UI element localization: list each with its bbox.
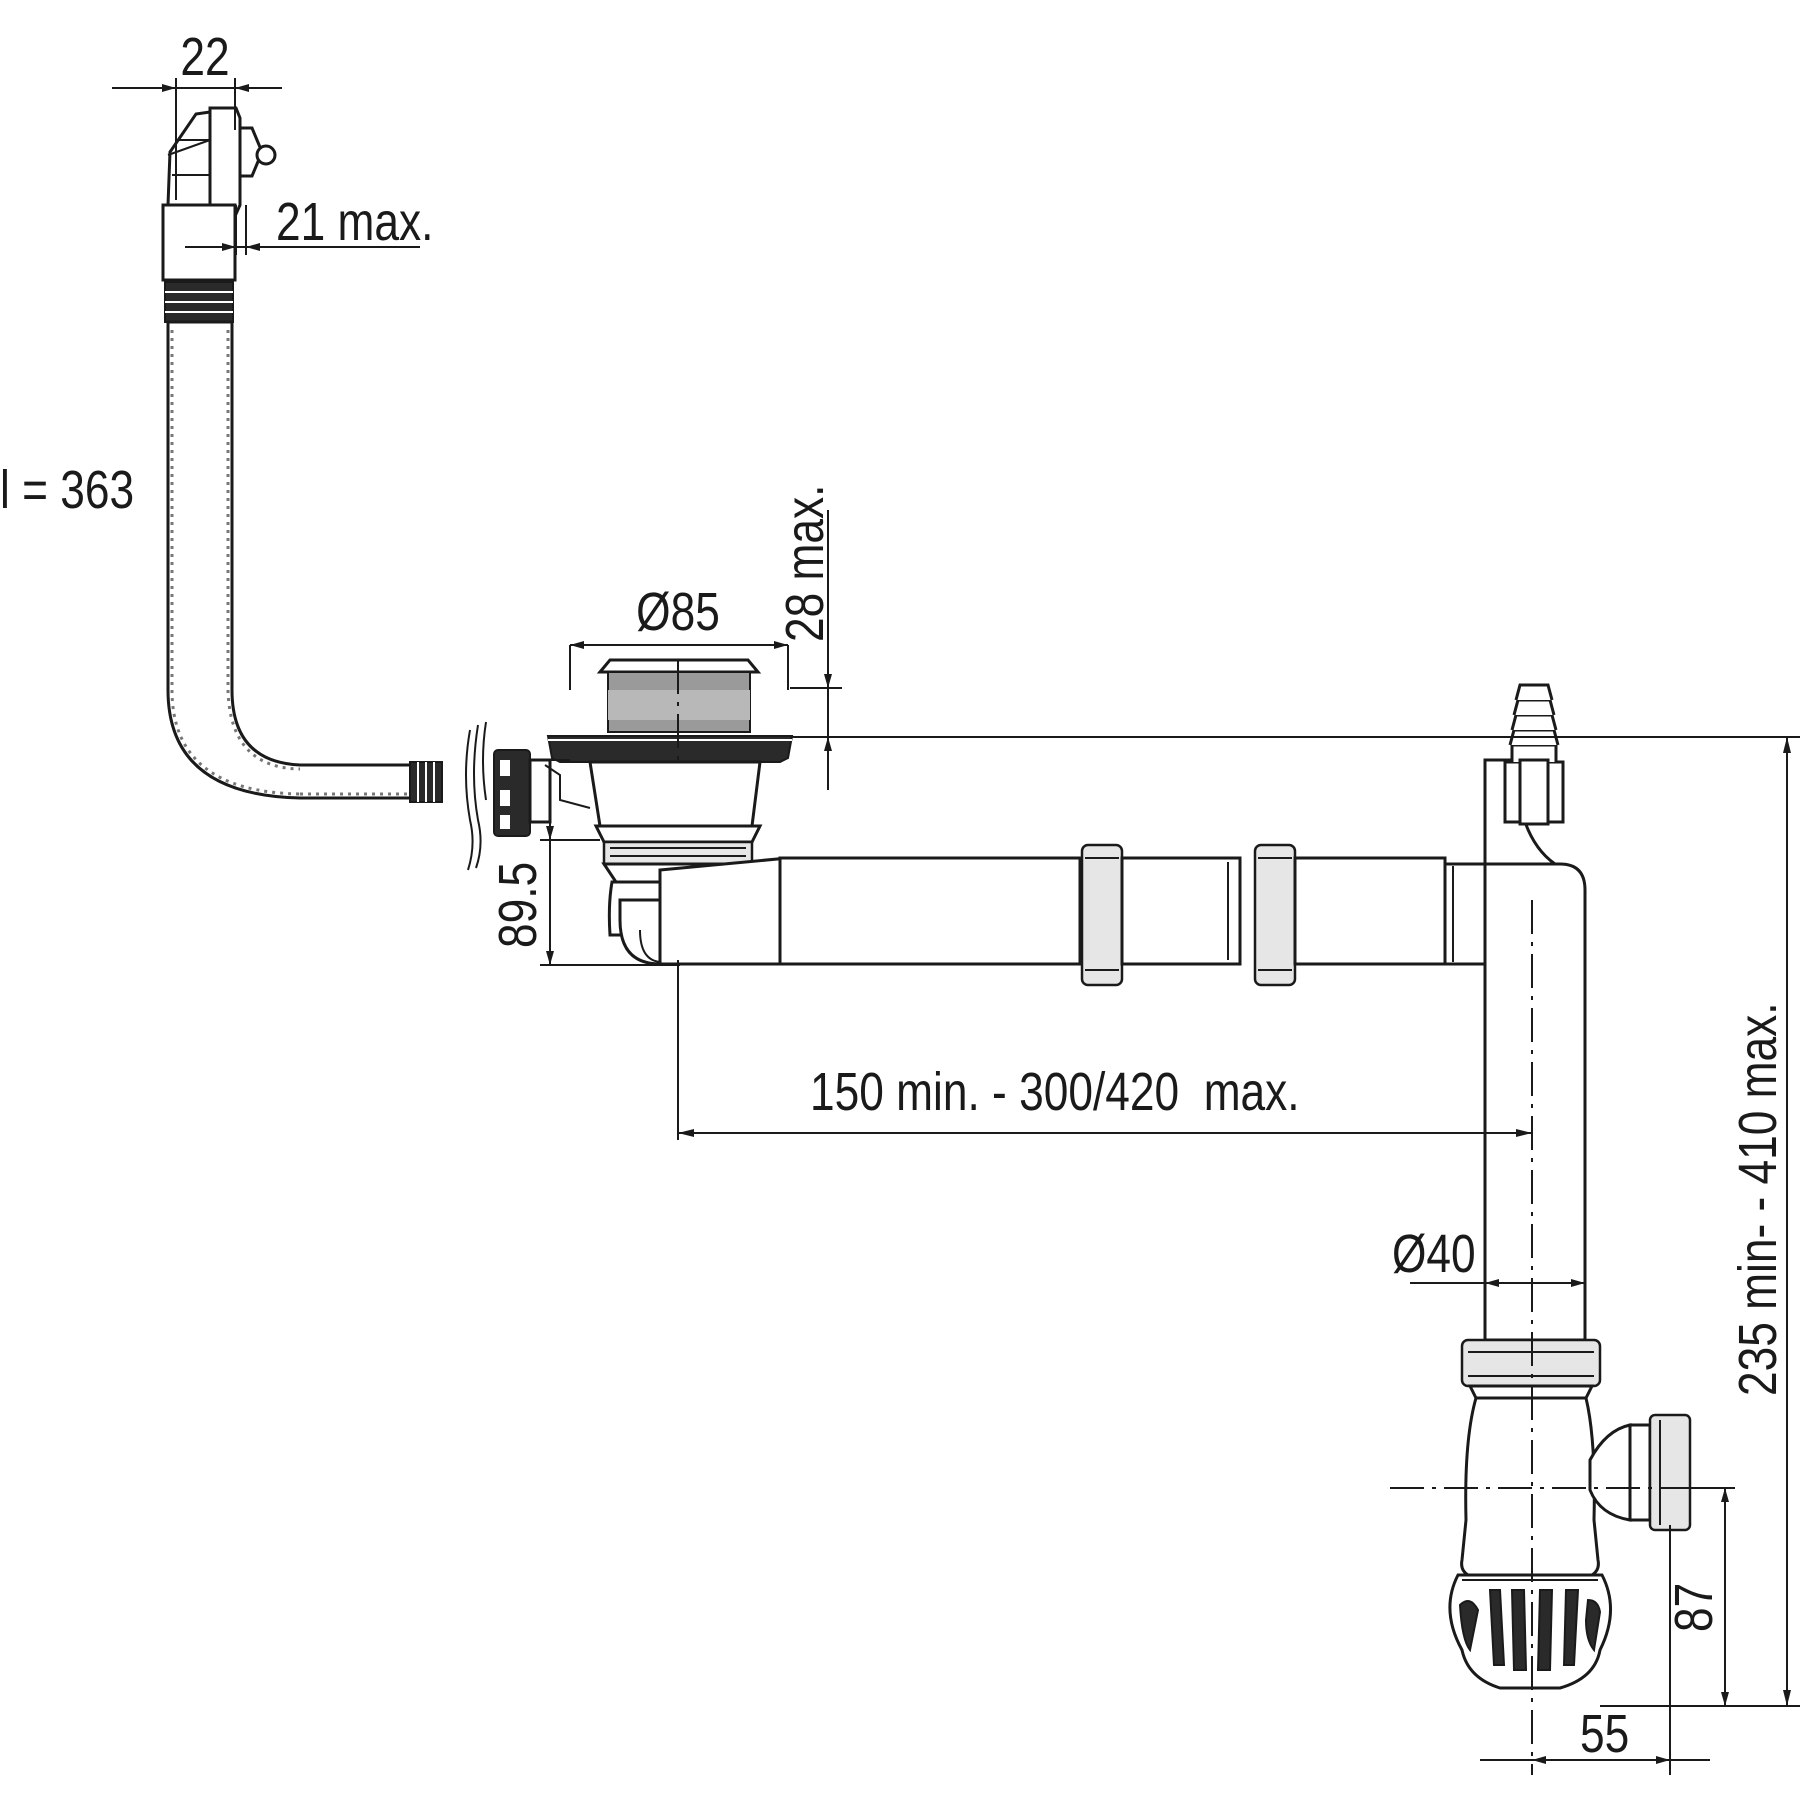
- total-height-label: 235 min- - 410 max.: [1728, 1002, 1788, 1396]
- trap-side-outlet: [1588, 1413, 1692, 1532]
- trap-outlet-height-label: 87: [1664, 1583, 1724, 1632]
- trap-offset-label: 55: [1580, 1704, 1629, 1764]
- bottle-trap: [1448, 1338, 1692, 1690]
- strainer-thickness-label: 28 max.: [775, 485, 835, 642]
- pipe-diameter-label: Ø40: [1392, 1224, 1476, 1284]
- overflow-hose: [166, 320, 443, 803]
- break-marks: [465, 721, 487, 871]
- vent-nipple: [1503, 683, 1565, 826]
- dimension-labels: 22 21 max. l = 363 Ø85 28 max. 89.5 150 …: [0, 27, 1788, 1764]
- strainer-diameter-label: Ø85: [636, 582, 720, 642]
- dimension-lines: [112, 78, 1800, 1775]
- hose-length-label: l = 363: [0, 460, 134, 520]
- overflow-max-label: 21 max.: [276, 192, 433, 252]
- horizontal-run-label: 150 min. - 300/420 max.: [810, 1062, 1300, 1122]
- vertical-pipe: [1483, 683, 1587, 1342]
- trap-bottom-cap: [1448, 1573, 1612, 1690]
- overflow-head: [161, 106, 277, 323]
- center-lines: [677, 660, 1720, 1775]
- outlet-height-label: 89.5: [488, 862, 548, 948]
- overflow-width-label: 22: [180, 27, 229, 87]
- horizontal-pipe: [658, 843, 1487, 987]
- overflow-connector: [493, 749, 552, 837]
